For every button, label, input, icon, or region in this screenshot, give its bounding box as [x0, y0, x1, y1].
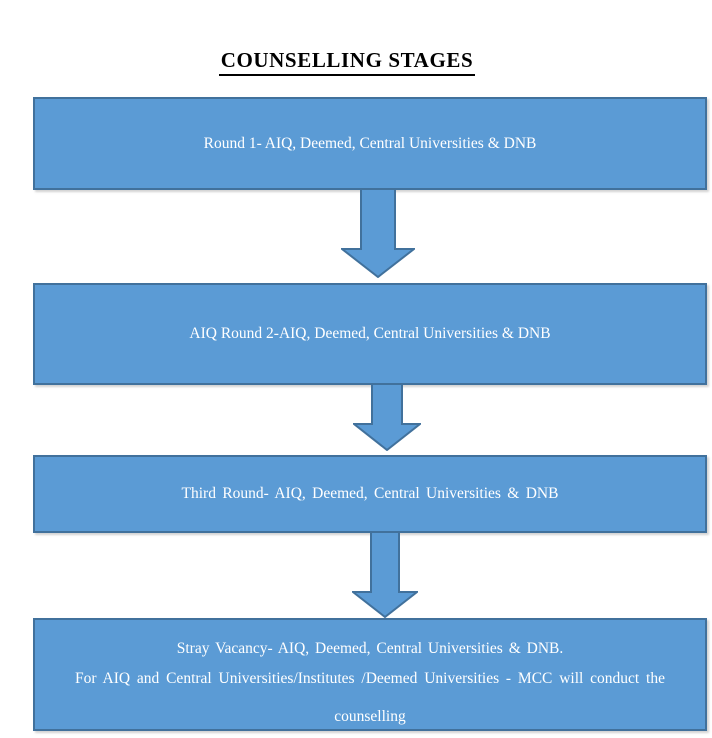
down-arrow-icon [353, 384, 421, 451]
stray-vacancy-line-1: Stray Vacancy- AIQ, Deemed, Central Univ… [176, 640, 564, 657]
stage-box-third-round: Third Round- AIQ, Deemed, Central Univer… [33, 455, 707, 533]
stray-vacancy-line-3: counselling [334, 708, 406, 725]
down-arrow-icon [352, 532, 418, 618]
stage-box-aiq-round-2: AIQ Round 2-AIQ, Deemed, Central Univers… [33, 283, 707, 385]
page-title: COUNSELLING STAGES [0, 48, 712, 76]
stray-vacancy-line-2: For AIQ and Central Universities/Institu… [75, 670, 665, 687]
stage-box-round-1: Round 1- AIQ, Deemed, Central Universiti… [33, 97, 707, 190]
stage-box-stray-vacancy: Stray Vacancy- AIQ, Deemed, Central Univ… [33, 618, 707, 731]
down-arrow-icon [341, 189, 415, 278]
stage-label-round-1: Round 1- AIQ, Deemed, Central Universiti… [203, 134, 537, 152]
stage-label-aiq-round-2: AIQ Round 2-AIQ, Deemed, Central Univers… [189, 325, 551, 342]
page-title-text: COUNSELLING STAGES [218, 48, 476, 76]
stage-label-third-round: Third Round- AIQ, Deemed, Central Univer… [181, 485, 559, 502]
